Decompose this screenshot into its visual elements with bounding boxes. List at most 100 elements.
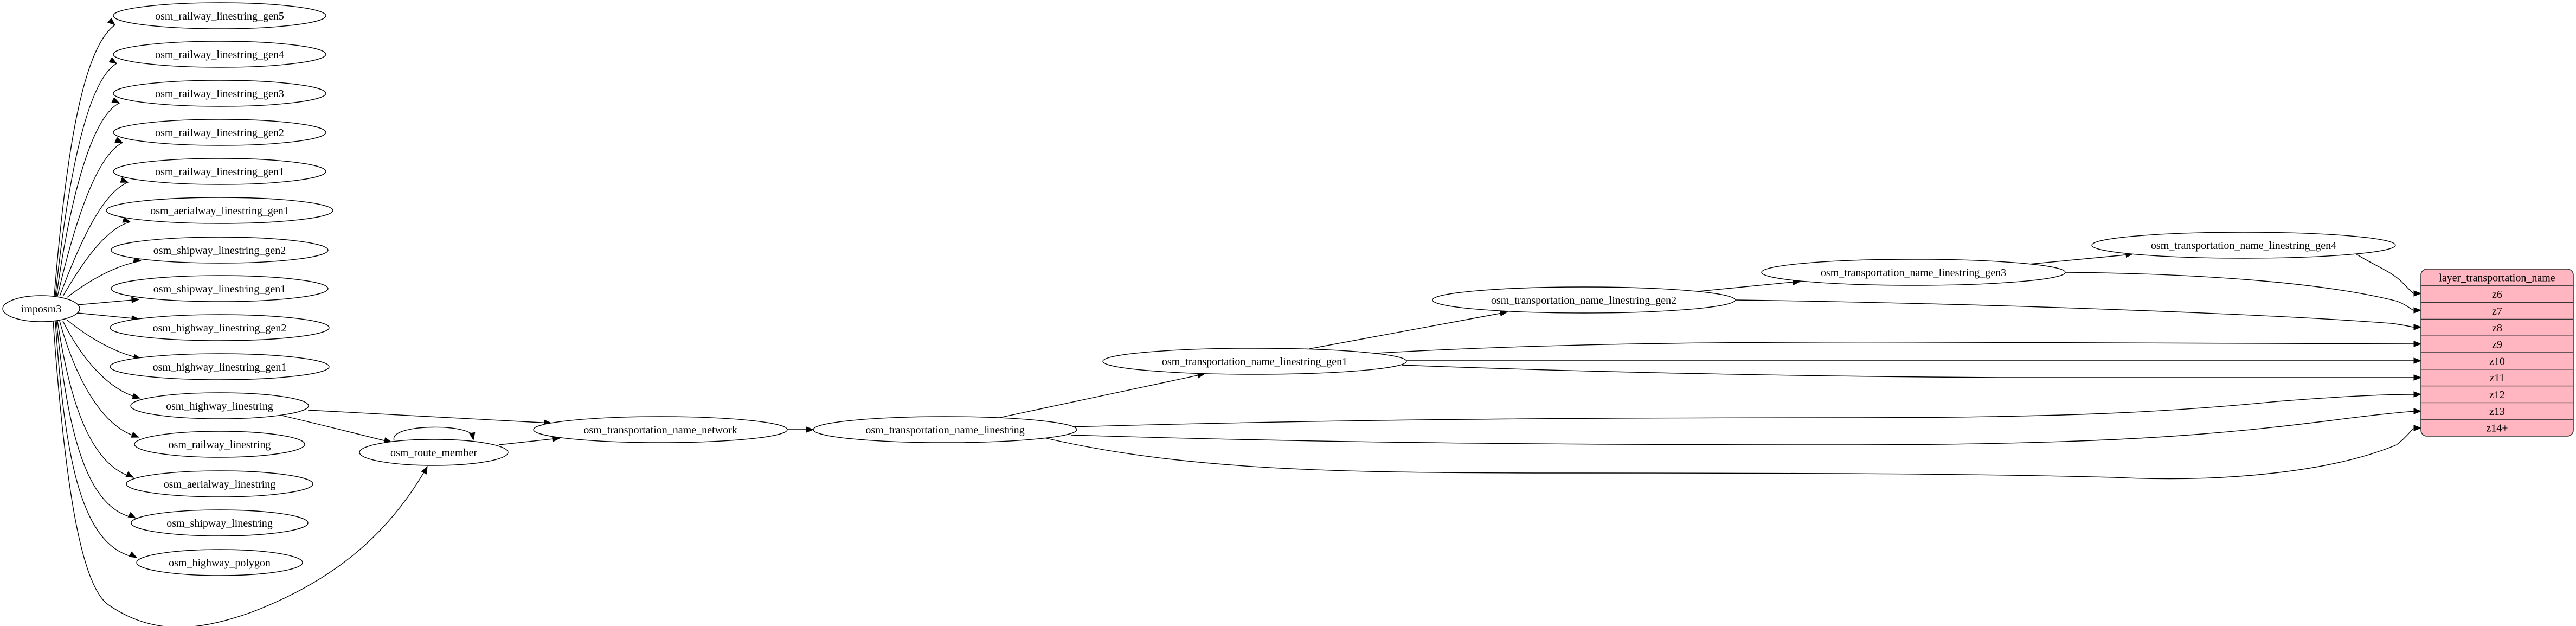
edge-line: [999, 374, 1203, 418]
record-row-z12[interactable]: z12: [2489, 389, 2505, 401]
edge-osm-transportation-name-linestring-to-layer-transportation-name-z14: [1046, 425, 2422, 480]
node-ellipse: [113, 158, 326, 185]
nodes-layer: imposm3 osm_railway_linestring_gen5 osm_ra…: [2, 2, 2396, 576]
node-osm-highway-linestring-gen1[interactable]: osm_highway_linestring_gen1: [110, 353, 330, 380]
node-osm-transportation-name-network[interactable]: osm_transportation_name_network: [533, 416, 788, 443]
record-row-z13[interactable]: z13: [2489, 406, 2505, 418]
node-label: osm_transportation_name_network: [583, 424, 737, 436]
record-row-z8[interactable]: z8: [2492, 322, 2502, 334]
node-osm-shipway-linestring-gen1[interactable]: osm_shipway_linestring_gen1: [111, 275, 329, 302]
edge-line: [498, 438, 559, 445]
arrowhead-icon: [2413, 391, 2422, 398]
node-label: osm_highway_linestring_gen1: [153, 361, 287, 373]
record-row-z10[interactable]: z10: [2489, 355, 2505, 367]
node-ellipse: [813, 416, 1077, 443]
node-ellipse: [113, 80, 326, 107]
node-ellipse: [113, 2, 326, 29]
node-osm-highway-linestring[interactable]: osm_highway_linestring: [130, 392, 309, 419]
edge-line: [77, 299, 139, 305]
edge-imposm3-to-osm-aerialway-linestring-gen1: [62, 216, 131, 297]
record-row-z9[interactable]: z9: [2492, 339, 2502, 351]
record-row-z14[interactable]: z14+: [2486, 423, 2508, 435]
node-osm-railway-linestring-gen2[interactable]: osm_railway_linestring_gen2: [113, 119, 326, 146]
node-label: osm_highway_polygon: [169, 557, 271, 569]
edge-osm-transportation-name-linestring-gen1-to-layer-transportation-name-z11: [1401, 365, 2422, 381]
edge-imposm3-to-osm-highway-linestring: [62, 321, 141, 399]
arrowhead-icon: [122, 216, 131, 223]
record-row-z6[interactable]: z6: [2492, 289, 2502, 301]
node-ellipse: [110, 314, 330, 341]
node-label: osm_shipway_linestring_gen2: [153, 245, 286, 257]
node-ellipse: [1102, 348, 1407, 375]
node-osm-shipway-linestring[interactable]: osm_shipway_linestring: [131, 509, 309, 536]
edge-line: [2355, 253, 2414, 294]
node-osm-transportation-name-linestring-gen1[interactable]: osm_transportation_name_linestring_gen1: [1102, 348, 1407, 375]
record-row-z7[interactable]: z7: [2492, 305, 2502, 317]
record-title: layer_transportation_name: [2439, 272, 2555, 284]
arrowhead-icon: [114, 137, 124, 143]
edge-imposm3-to-osm-railway-linestring-gen5: [54, 17, 116, 297]
node-osm-transportation-name-linestring[interactable]: osm_transportation_name_linestring: [813, 416, 1077, 443]
edge-osm-transportation-name-linestring-gen2-to-layer-transportation-name-z8: [1735, 299, 2422, 330]
node-osm-route-member[interactable]: osm_route_member: [359, 439, 509, 466]
record-row-z11[interactable]: z11: [2489, 372, 2504, 384]
node-label: osm_railway_linestring_gen3: [155, 88, 284, 100]
arrowhead-icon: [131, 431, 140, 438]
node-osm-railway-linestring-gen5[interactable]: osm_railway_linestring_gen5: [113, 2, 326, 29]
node-label: osm_railway_linestring: [169, 439, 271, 451]
edge-line: [1401, 365, 2414, 378]
node-ellipse: [1761, 259, 2066, 286]
node-osm-railway-linestring-gen1[interactable]: osm_railway_linestring_gen1: [113, 158, 326, 185]
edge-imposm3-to-osm-route-member: [53, 321, 428, 626]
layer-transportation-name-record[interactable]: layer_transportation_name z6 z7 z8 z9 z10 z11 z…: [2420, 269, 2574, 437]
node-osm-railway-linestring-gen4[interactable]: osm_railway_linestring_gen4: [113, 41, 326, 68]
node-osm-highway-linestring-gen2[interactable]: osm_highway_linestring_gen2: [110, 314, 330, 341]
node-label: osm_route_member: [390, 447, 477, 459]
node-ellipse: [2, 295, 80, 322]
node-imposm3[interactable]: imposm3: [2, 295, 80, 322]
edge-line: [56, 103, 120, 297]
edge-imposm3-to-osm-aerialway-linestring: [57, 321, 134, 478]
edge-osm-transportation-name-linestring-to-layer-transportation-name-z13: [1070, 408, 2422, 445]
edge-line: [281, 415, 391, 443]
record-row-label: z14+: [2486, 423, 2508, 435]
node-osm-aerialway-linestring-gen1[interactable]: osm_aerialway_linestring_gen1: [106, 197, 333, 224]
node-ellipse: [111, 275, 329, 302]
node-label: osm_transportation_name_linestring_gen1: [1162, 356, 1347, 368]
node-osm-aerialway-linestring[interactable]: osm_aerialway_linestring: [126, 470, 313, 497]
edge-imposm3-to-osm-railway-linestring-gen1: [59, 176, 129, 297]
edge-osm-transportation-name-linestring-to-layer-transportation-name-z12: [1070, 391, 2422, 427]
node-label: osm_aerialway_linestring: [164, 478, 276, 490]
edge-line: [57, 142, 123, 297]
edge-line: [1377, 341, 2414, 354]
node-label: osm_highway_linestring: [166, 400, 273, 412]
record-row-label: z7: [2492, 305, 2502, 317]
node-label: osm_railway_linestring_gen5: [155, 10, 284, 22]
record-row-label: z9: [2492, 339, 2502, 351]
edge-osm-transportation-name-linestring-gen1-to-layer-transportation-name-z9: [1377, 341, 2422, 354]
node-ellipse: [113, 119, 326, 146]
edge-osm-transportation-name-network-to-osm-transportation-name-linestring: [787, 426, 814, 433]
edge-osm-transportation-name-linestring-gen3-to-layer-transportation-name-z7: [2065, 272, 2422, 314]
edge-line: [1046, 428, 2414, 480]
node-ellipse: [136, 549, 303, 576]
edge-line: [2028, 254, 2131, 265]
arrowhead-icon: [2413, 357, 2422, 364]
node-osm-highway-polygon[interactable]: osm_highway_polygon: [136, 549, 303, 576]
node-osm-transportation-name-linestring-gen2[interactable]: osm_transportation_name_linestring_gen2: [1432, 286, 1736, 314]
node-osm-shipway-linestring-gen2[interactable]: osm_shipway_linestring_gen2: [111, 237, 329, 264]
node-osm-transportation-name-linestring-gen3[interactable]: osm_transportation_name_linestring_gen3: [1761, 259, 2066, 286]
edge-imposm3-to-osm-railway-linestring: [59, 321, 140, 438]
edge-line: [307, 410, 552, 424]
node-osm-railway-linestring-gen3[interactable]: osm_railway_linestring_gen3: [113, 80, 326, 107]
node-osm-railway-linestring[interactable]: osm_railway_linestring: [134, 431, 305, 458]
edge-line: [62, 321, 140, 399]
node-osm-transportation-name-linestring-gen4[interactable]: osm_transportation_name_linestring_gen4: [2091, 232, 2396, 259]
arrowhead-icon: [469, 432, 476, 441]
arrowhead-icon: [2413, 425, 2422, 431]
edge-line: [55, 63, 117, 297]
arrowhead-icon: [2413, 307, 2422, 314]
edge-line: [1070, 411, 2414, 445]
arrowhead-icon: [111, 97, 120, 104]
